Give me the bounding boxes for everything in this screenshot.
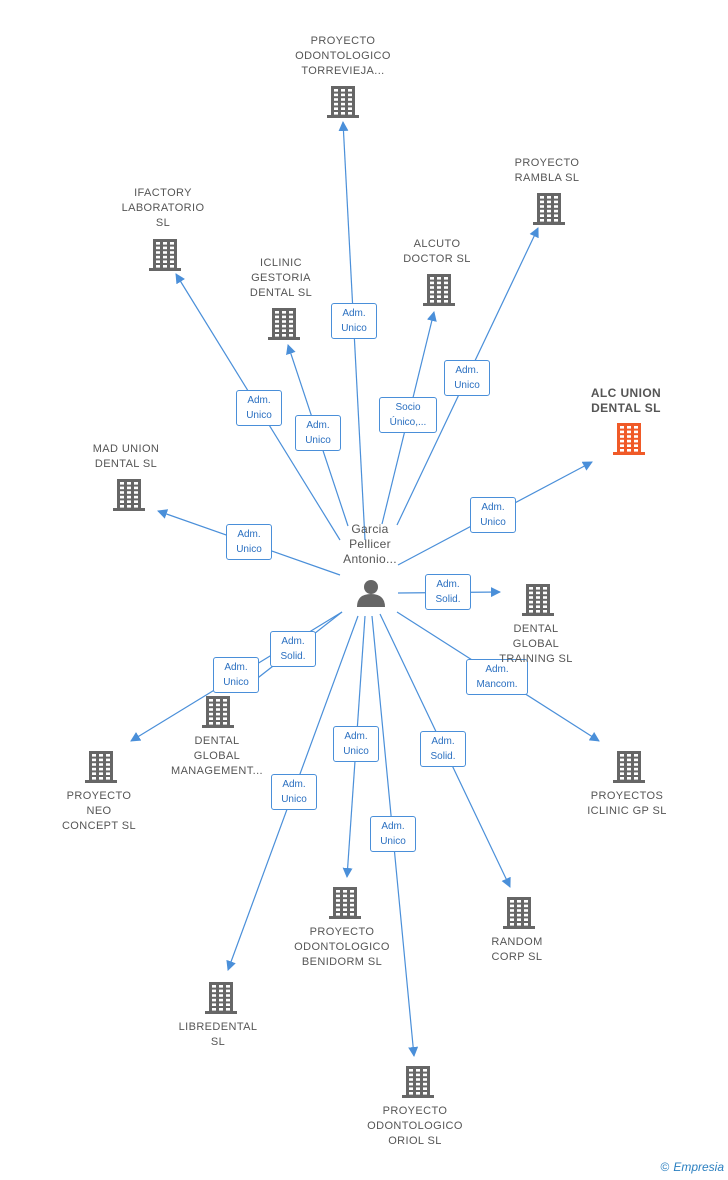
edge-label-dental_training[interactable]: Adm. Solid. — [425, 574, 471, 610]
building-icon-libredental[interactable] — [205, 982, 237, 1014]
edge-label-oriol[interactable]: Adm. Unico — [370, 816, 416, 852]
building-icon-torrevieja[interactable] — [327, 86, 359, 118]
node-label-dental_training[interactable]: DENTAL GLOBAL TRAINING SL — [499, 623, 573, 665]
edge-label-iclinic_gestoria[interactable]: Adm. Unico — [295, 415, 341, 451]
building-icon-dental_management[interactable] — [202, 696, 234, 728]
building-icon-neo_concept[interactable] — [85, 751, 117, 783]
building-icon-alcuto[interactable] — [423, 274, 455, 306]
edge-label-torrevieja[interactable]: Adm. Unico — [331, 303, 377, 339]
building-icon-iclinic_gestoria[interactable] — [268, 308, 300, 340]
node-label-random[interactable]: RANDOM CORP SL — [491, 936, 543, 963]
building-icon-dental_training[interactable] — [522, 584, 554, 616]
building-icon-iclinic_gp[interactable] — [613, 751, 645, 783]
edge-label-rambla[interactable]: Adm. Unico — [444, 360, 490, 396]
node-label-ifactory[interactable]: IFACTORY LABORATORIO SL — [121, 187, 205, 229]
edge-label-benidorm[interactable]: Adm. Unico — [333, 726, 379, 762]
building-icon-random[interactable] — [503, 897, 535, 929]
node-label-rambla[interactable]: PROYECTO RAMBLA SL — [514, 157, 580, 184]
edge-label-alcuto[interactable]: Socio Único,... — [379, 397, 437, 433]
node-label-alc_union[interactable]: ALC UNION DENTAL SL — [590, 386, 662, 415]
building-icon-oriol[interactable] — [402, 1066, 434, 1098]
node-label-oriol[interactable]: PROYECTO ODONTOLOGICO ORIOL SL — [367, 1105, 463, 1147]
copyright-symbol: © — [660, 1160, 670, 1174]
empresia-watermark: ©Empresia — [660, 1160, 724, 1174]
edge-label-libredental[interactable]: Adm. Unico — [271, 774, 317, 810]
node-label-benidorm[interactable]: PROYECTO ODONTOLOGICO BENIDORM SL — [294, 926, 390, 968]
empresia-logo-text: Empresia — [673, 1160, 724, 1174]
person-icon[interactable] — [357, 580, 385, 607]
node-label-iclinic_gestoria[interactable]: ICLINIC GESTORIA DENTAL SL — [249, 257, 313, 299]
edge-label-dental_management[interactable]: Adm. Solid. — [270, 631, 316, 667]
node-label-neo_concept[interactable]: PROYECTO NEO CONCEPT SL — [61, 790, 137, 832]
edge-label-iclinic_gp[interactable]: Adm. Mancom. — [466, 659, 528, 695]
node-label-iclinic_gp[interactable]: PROYECTOS ICLINIC GP SL — [587, 790, 667, 817]
building-icon-alc_union[interactable] — [613, 423, 645, 455]
node-label-torrevieja[interactable]: PROYECTO ODONTOLOGICO TORREVIEJA... — [295, 35, 391, 77]
node-label-dental_management[interactable]: DENTAL GLOBAL MANAGEMENT... — [171, 735, 263, 777]
node-label-libredental[interactable]: LIBREDENTAL SL — [178, 1021, 258, 1048]
node-label-alcuto[interactable]: ALCUTO DOCTOR SL — [403, 238, 471, 265]
edge-label-mad_union[interactable]: Adm. Unico — [226, 524, 272, 560]
building-icon-rambla[interactable] — [533, 193, 565, 225]
edge-label-neo_concept[interactable]: Adm. Unico — [213, 657, 259, 693]
edge-label-alc_union[interactable]: Adm. Unico — [470, 497, 516, 533]
building-icon-mad_union[interactable] — [113, 479, 145, 511]
node-label-mad_union[interactable]: MAD UNION DENTAL SL — [92, 443, 160, 470]
edge-label-ifactory[interactable]: Adm. Unico — [236, 390, 282, 426]
building-icon-benidorm[interactable] — [329, 887, 361, 919]
person-label: Garcia Pellicer Antonio... — [343, 522, 397, 566]
building-icon-ifactory[interactable] — [149, 239, 181, 271]
edge-label-random[interactable]: Adm. Solid. — [420, 731, 466, 767]
